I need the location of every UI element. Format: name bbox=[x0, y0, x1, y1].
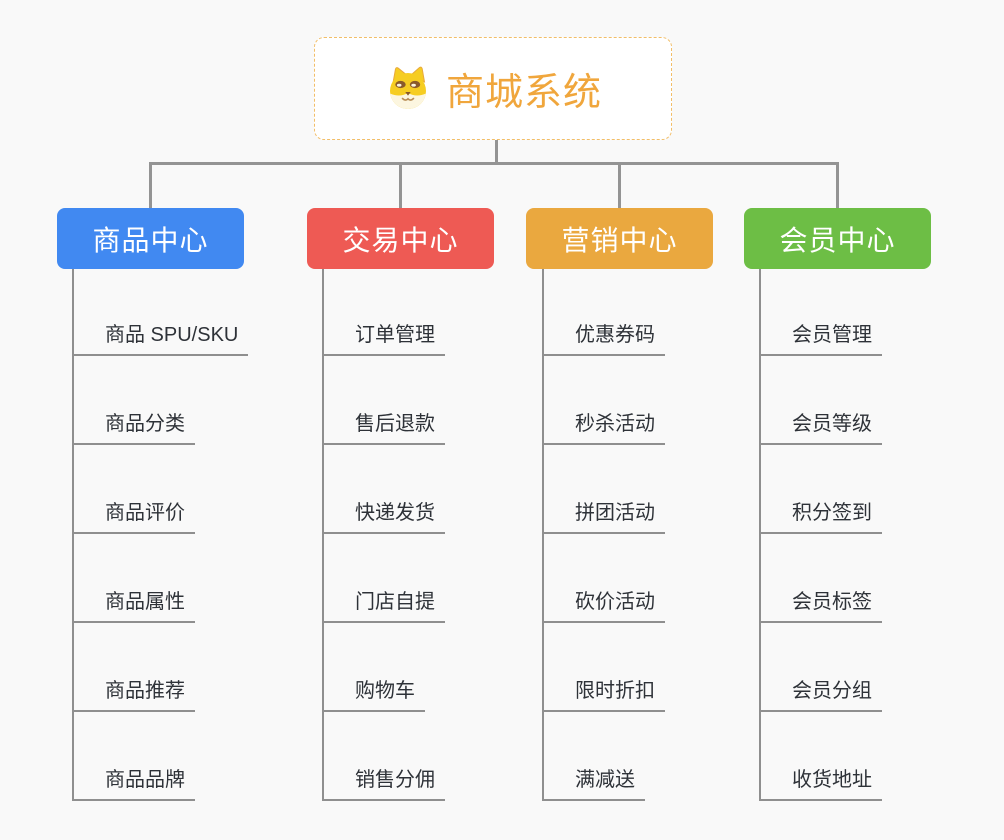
doge-icon bbox=[384, 66, 432, 111]
leaf-item[interactable]: 优惠券码 bbox=[542, 323, 665, 356]
leaf-item[interactable]: 门店自提 bbox=[322, 590, 445, 623]
root-node[interactable]: 商城系统 bbox=[314, 37, 672, 140]
leaf-item[interactable]: 商品 SPU/SKU bbox=[72, 323, 249, 356]
leaf-item[interactable]: 满减送 bbox=[542, 768, 645, 801]
leaf-item[interactable]: 商品分类 bbox=[72, 412, 195, 445]
branch-header-member[interactable]: 会员中心 bbox=[744, 208, 931, 269]
leaf-item[interactable]: 会员标签 bbox=[759, 590, 882, 623]
leaf-item[interactable]: 秒杀活动 bbox=[542, 412, 665, 445]
branch-header-product[interactable]: 商品中心 bbox=[57, 208, 244, 269]
leaf-item[interactable]: 拼团活动 bbox=[542, 501, 665, 534]
leaf-item[interactable]: 限时折扣 bbox=[542, 679, 665, 712]
leaf-item[interactable]: 收货地址 bbox=[759, 768, 882, 801]
leaf-item[interactable]: 积分签到 bbox=[759, 501, 882, 534]
leaf-item[interactable]: 快递发货 bbox=[322, 501, 445, 534]
leaf-item[interactable]: 会员等级 bbox=[759, 412, 882, 445]
leaf-item[interactable]: 砍价活动 bbox=[542, 590, 665, 623]
leaf-item[interactable]: 购物车 bbox=[322, 679, 425, 712]
branch-header-marketing[interactable]: 营销中心 bbox=[526, 208, 713, 269]
leaf-item[interactable]: 会员管理 bbox=[759, 323, 882, 356]
branch-header-trade[interactable]: 交易中心 bbox=[307, 208, 494, 269]
leaf-item[interactable]: 销售分佣 bbox=[322, 768, 445, 801]
leaf-item[interactable]: 订单管理 bbox=[322, 323, 445, 356]
leaf-item[interactable]: 会员分组 bbox=[759, 679, 882, 712]
leaf-item[interactable]: 商品属性 bbox=[72, 590, 195, 623]
leaf-item[interactable]: 商品推荐 bbox=[72, 679, 195, 712]
leaf-item[interactable]: 商品评价 bbox=[72, 501, 195, 534]
root-title: 商城系统 bbox=[445, 72, 602, 114]
leaf-item[interactable]: 售后退款 bbox=[322, 412, 445, 445]
leaf-item[interactable]: 商品品牌 bbox=[72, 768, 195, 801]
